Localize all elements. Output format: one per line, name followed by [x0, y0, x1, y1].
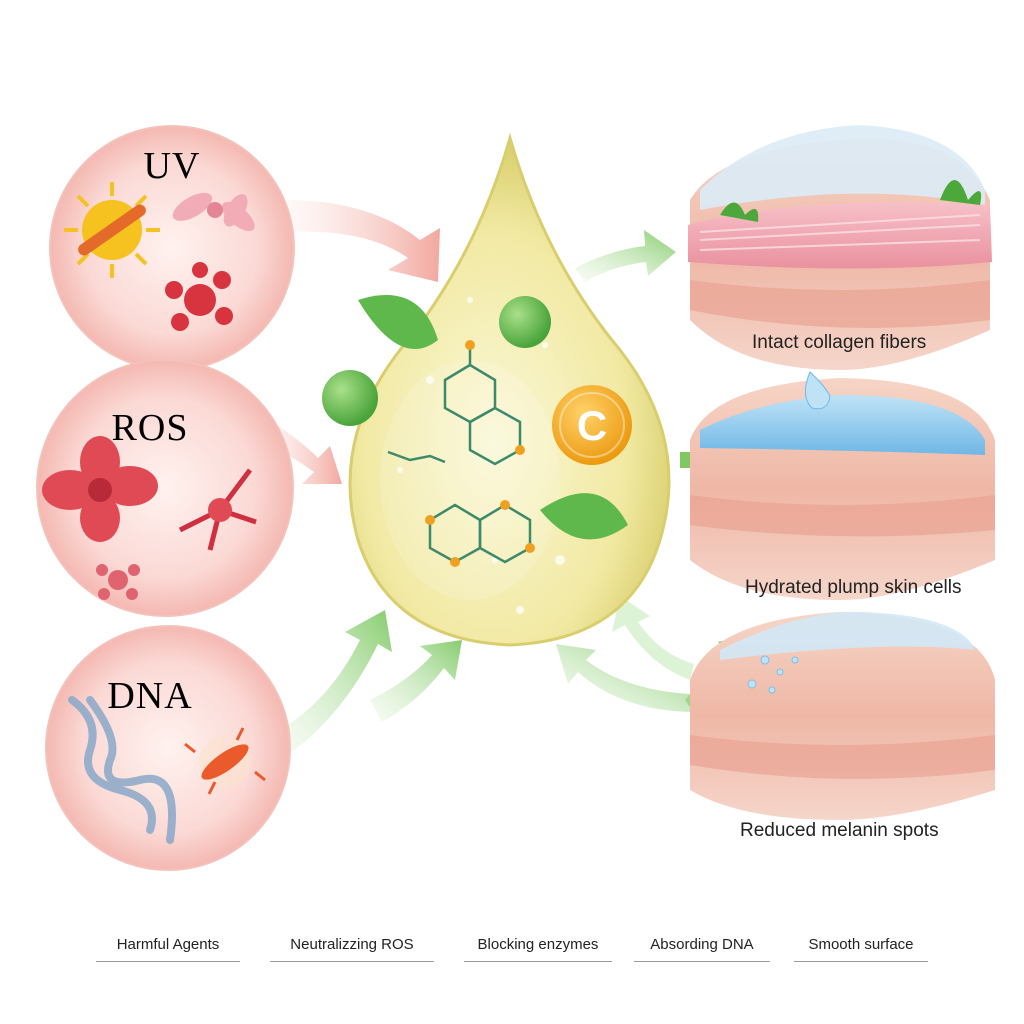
sun-icon [64, 182, 160, 278]
leaf-icon [358, 295, 438, 349]
outcome-collagen [688, 125, 992, 370]
agent-ros: ROS [36, 359, 294, 617]
water-drops-icon [747, 655, 799, 694]
vitamin-c-badge: C [552, 385, 632, 465]
free-radical-icon [165, 262, 233, 331]
ros-flower-icon [42, 436, 158, 542]
footer-item: Harmful Agents [96, 936, 240, 962]
agent-dna: DNA [45, 625, 291, 871]
footer-item: Absording DNA [634, 936, 770, 962]
dna-protect-arrow [280, 610, 392, 752]
uv-harm-arrow [285, 200, 440, 282]
plant-icon [720, 202, 759, 222]
outcome-label-melanin: Reduced melanin spots [740, 820, 939, 841]
return-arrow [556, 644, 690, 712]
outcome-label-hydrated: Hydrated plump skin cells [745, 577, 962, 598]
outcome-label-collagen: Intact collagen fibers [752, 332, 927, 353]
ros-molecule-icon [178, 468, 257, 551]
pink-molecule-icon [172, 192, 255, 232]
footer-item: Smooth surface [794, 936, 928, 962]
dna-protect-arrow-2 [370, 640, 462, 722]
damage-burst-icon [184, 727, 266, 795]
molecule-atoms [425, 340, 535, 567]
agent-dna-title: DNA [107, 675, 192, 717]
green-orb [322, 370, 378, 426]
return-arrow-2 [612, 596, 694, 680]
outcome-hydrated [690, 371, 995, 600]
outcome-melanin [690, 611, 995, 820]
water-droplet-icon [805, 371, 831, 410]
leaf-icon [540, 493, 628, 540]
agent-uv-title: UV [144, 145, 201, 187]
footer-item: Blocking enzymes [464, 936, 612, 962]
vitamin-c-droplet: C [322, 132, 671, 647]
footer-item: Neutralizzing ROS [270, 936, 434, 962]
green-orb [499, 296, 551, 348]
droplet-bubbles [397, 297, 603, 614]
agent-ros-title: ROS [112, 407, 189, 449]
small-radical-icon [96, 564, 140, 600]
vitamin-c-letter: C [577, 402, 607, 449]
collagen-arrow [575, 230, 676, 282]
dna-strand-icon [68, 696, 176, 844]
agent-uv: UV [49, 125, 295, 371]
plant-icon [940, 180, 982, 205]
